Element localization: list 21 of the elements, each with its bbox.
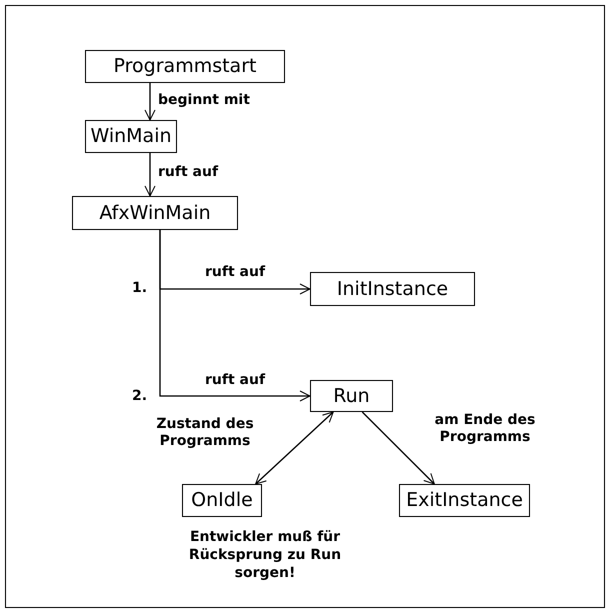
edge-label: beginnt mit — [158, 92, 251, 109]
process-box: Run — [310, 380, 393, 412]
note-text: Entwickler muß für Rücksprung zu Run sorgen! — [188, 528, 342, 582]
process-box: InitInstance — [310, 272, 475, 306]
process-box: OnIdle — [182, 484, 262, 517]
arrow — [255, 412, 334, 484]
process-box: Programmstart — [85, 50, 285, 83]
step-number: 2. — [132, 387, 148, 406]
process-box: ExitInstance — [399, 484, 530, 517]
process-box: WinMain — [85, 120, 177, 153]
arrow — [159, 230, 310, 402]
edge-label: ruft auf — [158, 164, 220, 181]
process-box: AfxWinMain — [72, 196, 238, 230]
edge-label: am Ende des Programms — [434, 412, 536, 446]
edge-label: Zustand des Programms — [155, 416, 255, 450]
arrow — [144, 83, 156, 120]
edge-label: ruft auf — [205, 264, 266, 281]
arrow — [144, 153, 156, 196]
step-number: 1. — [132, 279, 148, 298]
edge-label: ruft auf — [205, 372, 266, 389]
arrow — [362, 412, 435, 484]
